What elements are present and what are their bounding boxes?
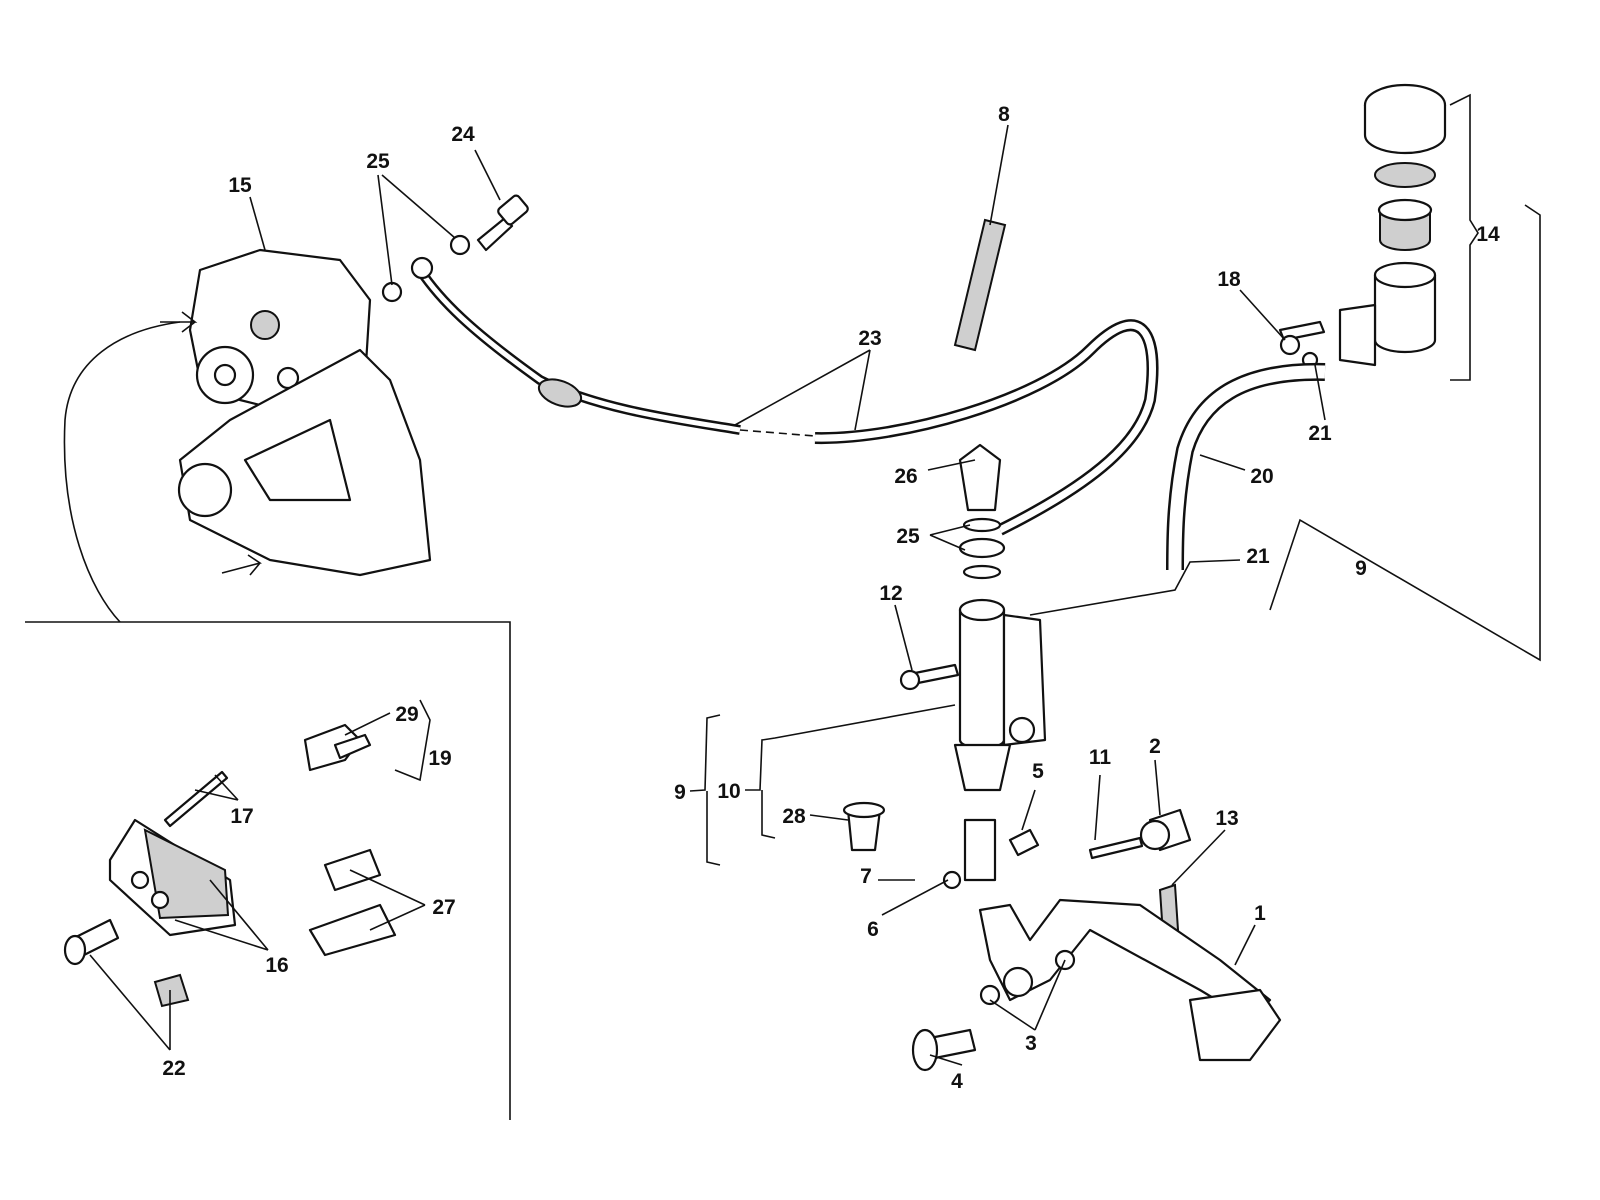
reservoir-assembly <box>1278 83 1447 369</box>
washer-6 <box>942 870 962 890</box>
callout-16: 16 <box>265 954 288 977</box>
callout-29: 29 <box>395 703 418 726</box>
pin-5 <box>1008 828 1040 857</box>
hose-protector-spring <box>953 218 1007 352</box>
brake-hose <box>415 267 1159 536</box>
spring-plate-27a <box>323 848 382 892</box>
callout-20: 20 <box>1250 465 1273 488</box>
callout-1: 1 <box>1254 902 1266 925</box>
callout-17: 17 <box>230 805 253 828</box>
inset-frame <box>25 621 511 1120</box>
callout-21: 21 <box>1308 422 1332 445</box>
callout-18: 18 <box>1217 268 1241 291</box>
banjo-bolt-and-washers <box>381 194 529 303</box>
callout-28: 28 <box>782 805 806 828</box>
arrow-in <box>160 311 198 333</box>
callout-23: 23 <box>858 327 881 350</box>
brake-pedal <box>911 898 1282 1072</box>
callout-24: 24 <box>451 123 475 146</box>
pin-17 <box>163 770 229 828</box>
inset-pointer <box>63 321 181 623</box>
callout-26: 26 <box>894 465 917 488</box>
callout-11: 11 <box>1089 746 1112 769</box>
leader-lines <box>89 93 1541 1066</box>
callout-12: 12 <box>879 582 902 605</box>
callout-3: 3 <box>1025 1032 1037 1055</box>
callout-14: 14 <box>1476 223 1500 246</box>
arrow-in-2 <box>221 554 262 576</box>
callout-21-lower: 21 <box>1246 545 1270 568</box>
callout-9: 9 <box>1355 557 1367 580</box>
callout-25: 25 <box>366 150 390 173</box>
callout-4: 4 <box>951 1070 963 1093</box>
callout-27: 27 <box>432 896 455 919</box>
master-cylinder <box>899 443 1047 882</box>
callout-7: 7 <box>860 865 872 888</box>
callout-25-lower: 25 <box>896 525 920 548</box>
callout-10: 10 <box>717 780 740 803</box>
brake-pads <box>108 818 237 937</box>
callout-13: 13 <box>1215 807 1238 830</box>
bolt-11 <box>1088 836 1144 860</box>
callout-5: 5 <box>1032 760 1044 783</box>
callout-19: 19 <box>428 747 451 770</box>
callout-2: 2 <box>1149 735 1161 758</box>
bleeder-19 <box>333 733 372 760</box>
callout-8: 8 <box>998 103 1010 126</box>
callout-labels: 15 25 24 8 23 14 18 21 20 26 25 21 9 12 … <box>162 103 1500 1093</box>
callout-9-lower: 9 <box>674 781 686 804</box>
callout-6: 6 <box>867 918 879 941</box>
spring-plate-27b <box>308 903 397 957</box>
callout-22: 22 <box>162 1057 185 1080</box>
callout-15: 15 <box>228 174 252 197</box>
pad-pin-22b <box>153 973 190 1008</box>
brake-caliper <box>177 248 432 577</box>
